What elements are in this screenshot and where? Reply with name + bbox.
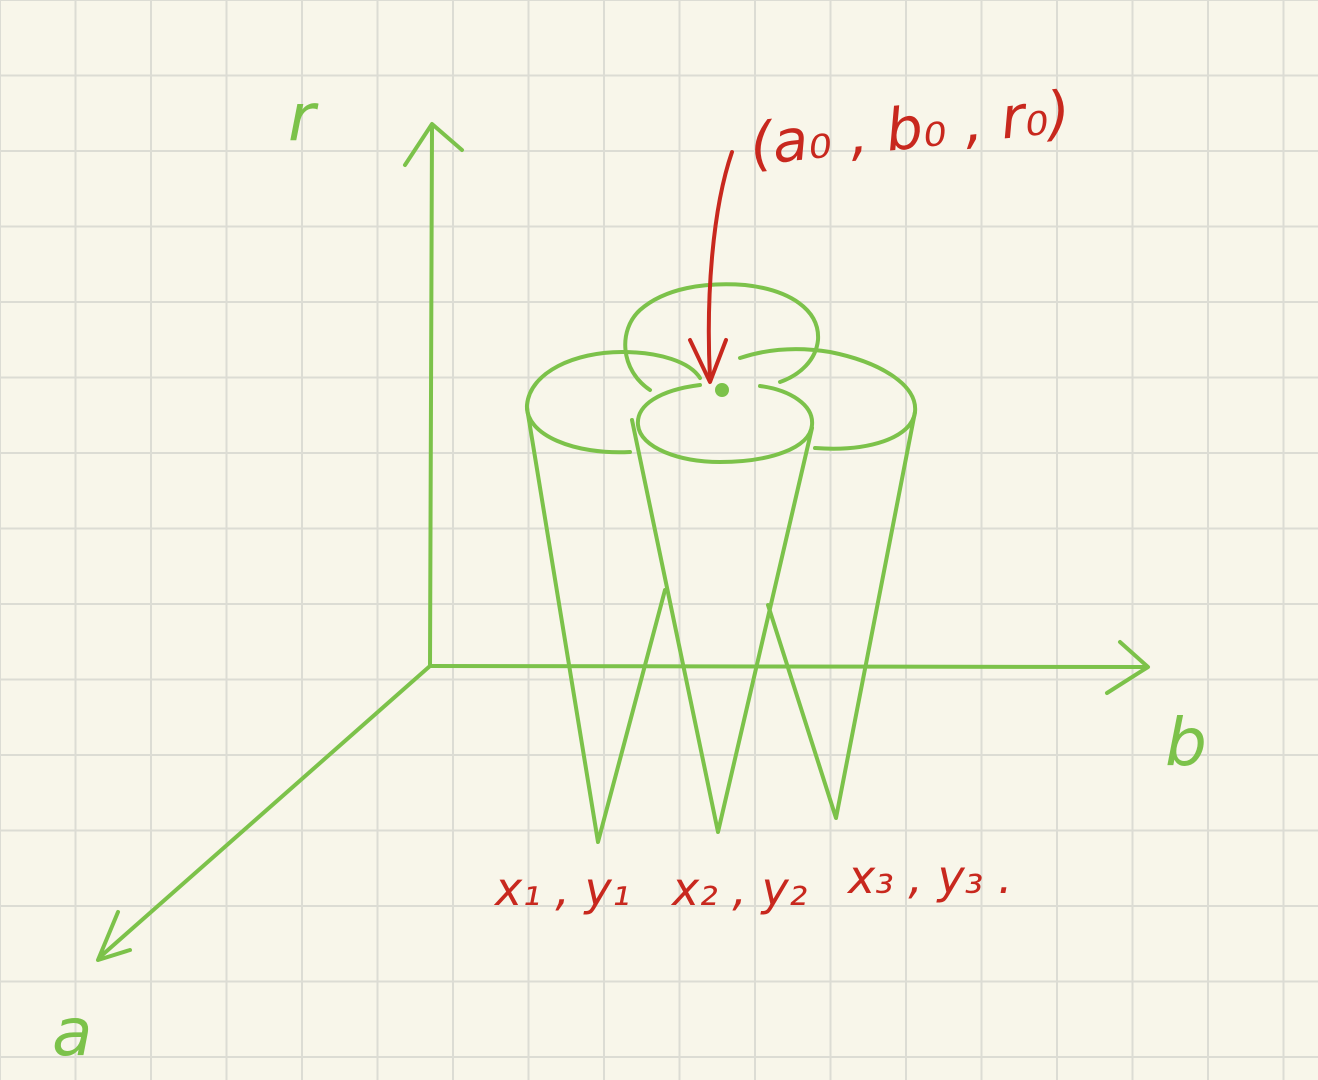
annotations: (a₀ , b₀ , r₀) (688, 78, 1074, 384)
cone-3 (738, 347, 918, 820)
cone-center (630, 383, 815, 834)
axes (96, 122, 1150, 962)
intersection-label: (a₀ , b₀ , r₀) (746, 78, 1073, 179)
cone-3-rim (738, 347, 918, 451)
pointer-arrow-line (706, 150, 734, 380)
cone-2 (623, 282, 821, 392)
r-axis-arrowhead (403, 122, 464, 167)
apex-label-2: x₂ , y₂ (670, 862, 807, 916)
cone-1 (524, 350, 702, 844)
cone-1-side (525, 406, 667, 844)
b-axis-label: b (1165, 704, 1207, 781)
b-axis-arrowhead (1105, 640, 1150, 695)
pointer-arrowhead (688, 338, 728, 384)
cones (524, 282, 918, 844)
apex-labels: x₁ , y₁ x₂ , y₂ x₃ , y₃ . (493, 850, 1012, 916)
a-axis-arrowhead (96, 910, 132, 962)
apex-label-1: x₁ , y₁ (493, 862, 630, 916)
cone-1-rim (524, 350, 702, 455)
cone-2-rim (623, 282, 821, 392)
r-axis-line (428, 124, 434, 668)
intersection-point (715, 383, 729, 397)
a-axis-label: a (52, 994, 92, 1071)
r-axis-label: r (288, 79, 319, 156)
cone-center-side (630, 418, 814, 834)
cone-center-rim (635, 383, 815, 464)
apex-label-3: x₃ , y₃ . (846, 850, 1012, 904)
cone-3-side (766, 410, 917, 820)
a-axis-line (98, 664, 432, 959)
